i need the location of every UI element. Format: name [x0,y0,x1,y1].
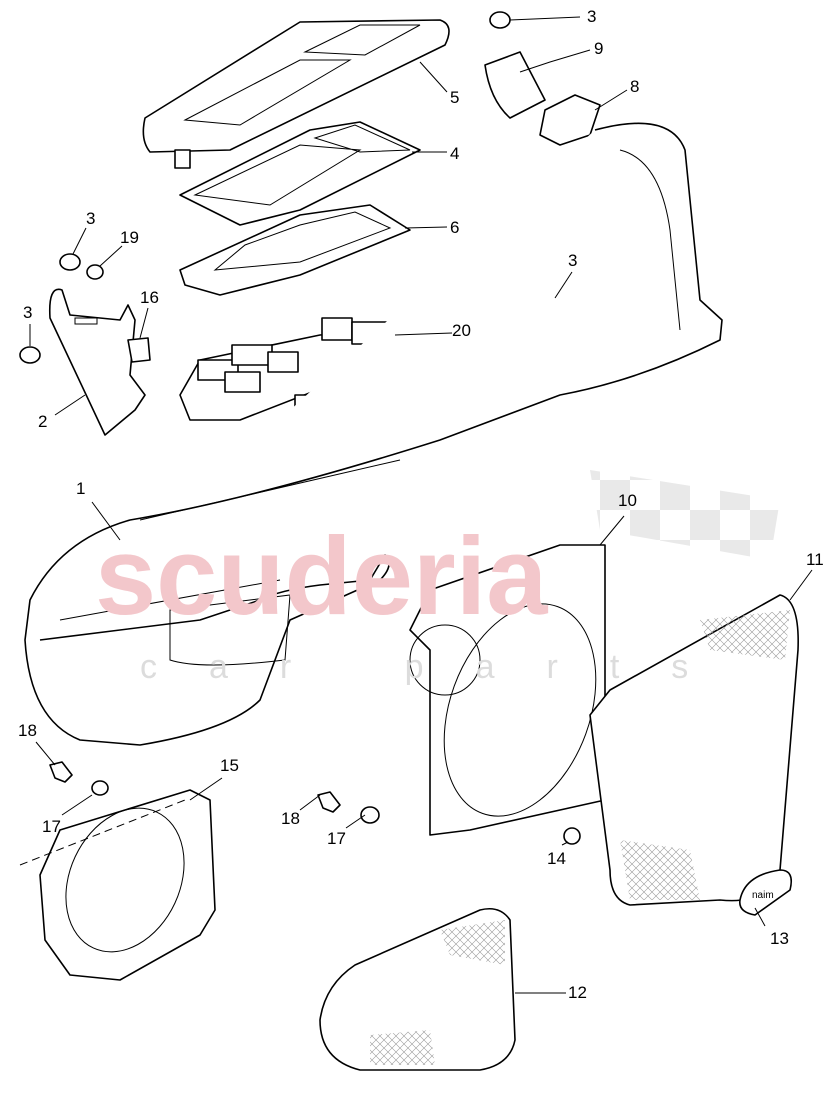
callout-8: 8 [630,77,639,96]
callout-16: 16 [140,288,159,307]
callout-17: 17 [42,817,61,836]
callout-2: 2 [38,412,47,431]
callout-17: 17 [327,829,346,848]
callout-6: 6 [450,218,459,237]
part-1-door-armrest [24,122,723,746]
callout-18: 18 [18,721,37,740]
part-15-speaker-surround [39,789,216,981]
part-11-speaker-grille [589,594,799,906]
callout-10: 10 [618,491,637,510]
part-13-naim-badge: naim [738,869,793,916]
part-18-screw [49,761,73,783]
callout-14: 14 [547,849,566,868]
part-3-grommet [489,11,511,29]
naim-logo: naim [752,890,774,901]
callout-19: 19 [120,228,139,247]
callout-3: 3 [23,303,32,322]
part-19-washer [86,264,104,280]
part-4-switch-frame [179,121,421,226]
part-18-screw [317,791,341,813]
checker-flag-logo [590,470,780,560]
part-12-grille-cover [319,907,516,1071]
callout-3: 3 [86,209,95,228]
part-6-switch-carrier [179,204,411,296]
part-3-grommet [59,253,81,271]
callout-11: 11 [806,550,824,569]
callout-3: 3 [587,7,596,26]
watermark-brand: scuderia [95,515,548,638]
watermark-tagline: car parts [140,648,740,686]
part-2-bracket [48,288,146,436]
callout-3: 3 [568,251,577,270]
callout-5: 5 [450,88,459,107]
callout-4: 4 [450,144,459,163]
callout-13: 13 [770,929,789,948]
part-17-nut [360,806,380,824]
watermark: scuderia car parts [95,470,780,686]
part-5-switch-panel-cover [142,19,450,169]
callout-9: 9 [594,39,603,58]
callout-15: 15 [220,756,239,775]
part-9-seal [484,51,546,119]
part-16-clip [127,337,151,363]
part-17-nut [91,780,109,796]
part-3-grommet [19,346,41,364]
callout-labels: 3 9 5 8 4 6 3 19 3 16 20 3 2 1 10 11 18 … [18,7,824,1002]
callout-1: 1 [76,479,85,498]
callout-20: 20 [452,321,471,340]
callout-18: 18 [281,809,300,828]
leader-lines [19,16,813,994]
callout-12: 12 [568,983,587,1002]
part-14-clip [563,827,581,845]
